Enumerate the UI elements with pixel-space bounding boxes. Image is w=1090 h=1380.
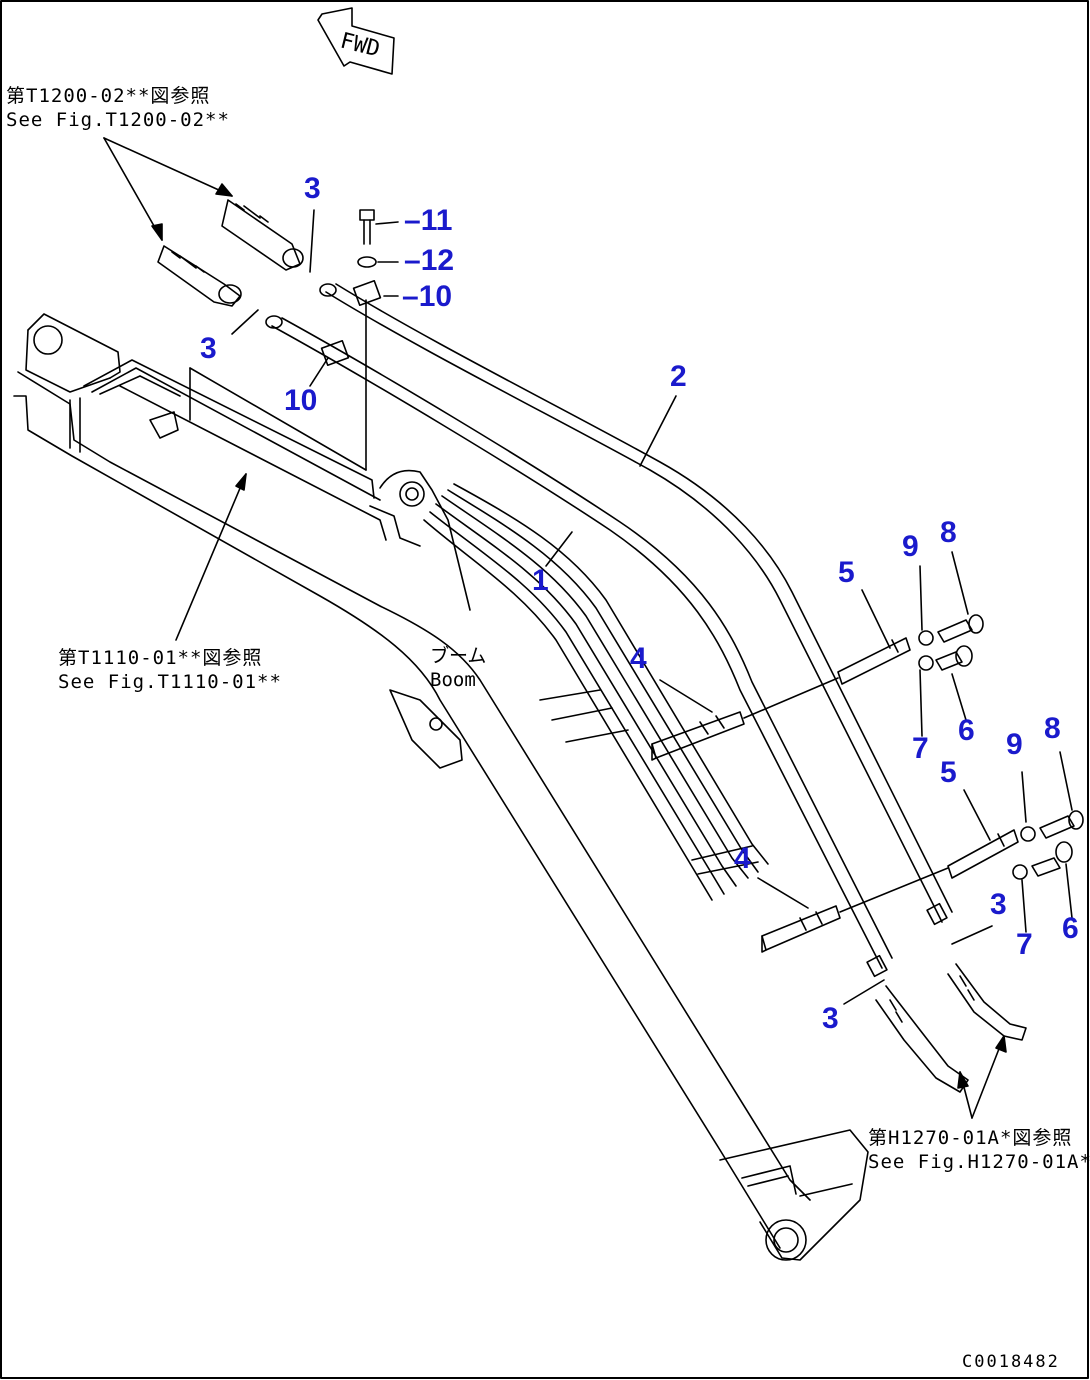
callout-3-lower: 3 [822, 1002, 839, 1035]
callout-12: –12 [404, 244, 455, 277]
boom-label: ブーム Boom [430, 644, 486, 692]
fwd-arrow-icon: FWD [317, 7, 395, 75]
callout-4-lower: 4 [734, 842, 751, 875]
reference-leaders [103, 137, 1007, 1119]
bracket-upper [651, 614, 984, 761]
callout-8-lower: 8 [1044, 712, 1061, 745]
callout-2: 2 [670, 360, 687, 393]
reference-top-left-jp: 第T1200-02**図参照 [6, 85, 211, 107]
callout-10-top-number: 10 [418, 280, 453, 313]
callout-11-number: 11 [420, 204, 453, 237]
reference-middle-left: 第T1110-01**図参照 See Fig.T1110-01** [58, 646, 282, 694]
fwd-label: FWD [338, 29, 383, 63]
callout-12-number: 12 [420, 244, 455, 277]
callout-3-lower-right: 3 [990, 888, 1007, 921]
callout-8-upper: 8 [940, 516, 957, 549]
callout-9-upper: 9 [902, 530, 919, 563]
reference-bottom-right: 第H1270-01A*図参照 See Fig.H1270-01A* [868, 1126, 1090, 1174]
bracket-lower [761, 810, 1084, 953]
reference-middle-left-jp: 第T1110-01**図参照 [58, 647, 263, 669]
callout-9-lower: 9 [1006, 728, 1023, 761]
lower-hoses [875, 963, 1027, 1093]
callout-5-upper: 5 [838, 556, 855, 589]
clamp-assembly [189, 209, 382, 471]
pipe-1 [265, 315, 893, 978]
boom-label-jp: ブーム [430, 645, 487, 667]
boom [13, 313, 869, 1261]
callout-10-left: 10 [284, 384, 318, 417]
reference-top-left-en: See Fig.T1200-02** [6, 109, 230, 131]
callout-10-top: –10 [402, 280, 453, 313]
callout-leaders [231, 209, 1073, 1005]
reference-bottom-right-jp: 第H1270-01A*図参照 [868, 1127, 1073, 1149]
reference-middle-left-en: See Fig.T1110-01** [58, 671, 282, 693]
callout-3-left: 3 [200, 332, 217, 365]
callout-4-upper: 4 [630, 642, 647, 675]
drawing-code: C0018482 [962, 1352, 1060, 1372]
callout-7-upper: 7 [912, 732, 929, 765]
callout-11: –11 [404, 204, 453, 237]
reference-top-left: 第T1200-02**図参照 See Fig.T1200-02** [6, 84, 230, 132]
callout-3-top: 3 [304, 172, 321, 205]
upper-hoses [157, 199, 304, 307]
callout-1: 1 [532, 564, 549, 597]
reference-bottom-right-en: See Fig.H1270-01A* [868, 1151, 1090, 1173]
callout-5-lower: 5 [940, 756, 957, 789]
callout-6-lower: 6 [1062, 912, 1079, 945]
boom-label-en: Boom [430, 669, 476, 691]
callout-7-lower: 7 [1016, 928, 1033, 961]
pipe-2 [319, 283, 953, 926]
callout-6-upper: 6 [958, 714, 975, 747]
